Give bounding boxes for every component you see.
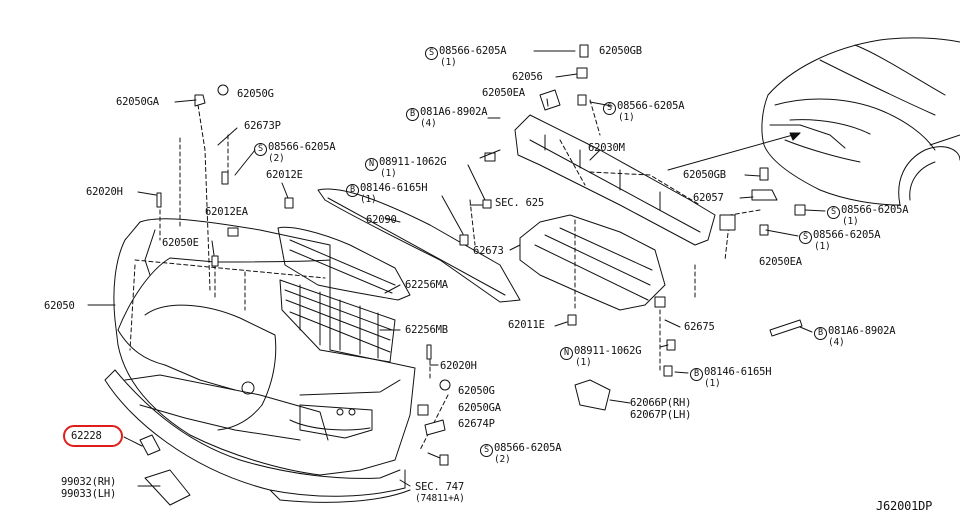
lower-grille-mesh (279, 279, 396, 363)
part-number: 081A6-8902A (420, 106, 488, 118)
part-label-sec-625: SEC. 625 (495, 197, 544, 209)
part-label-62050G-bottom: 62050G (458, 385, 495, 397)
s-symbol-icon: S (603, 102, 616, 115)
part-label-62050GA-bottom: 62050GA (458, 402, 501, 414)
quantity-label: (1) (704, 378, 721, 389)
part-label-62011E: 62011E (508, 319, 545, 331)
part-number: 08911-1062G (574, 345, 642, 357)
part-number: 08911-1062G (379, 156, 447, 168)
part-label-sec-747-ref: (74811+A) (415, 493, 465, 504)
part-number: 081A6-8902A (828, 325, 896, 337)
quantity-label: (4) (420, 118, 437, 129)
part-label-62067P: 62067P(LH) (630, 409, 692, 421)
quantity-label: (1) (842, 216, 859, 227)
n-symbol-icon: N (560, 347, 573, 360)
part-label-62050GB-right: 62050GB (683, 169, 726, 181)
part-label-62050EA-top: 62050EA (482, 87, 525, 99)
part-label-62256MB: 62256MB (405, 324, 448, 336)
quantity-label: (1) (618, 112, 635, 123)
part-label-62674P: 62674P (458, 418, 495, 430)
b-symbol-icon: B (690, 368, 703, 381)
part-label-sec-747: SEC. 747 (415, 481, 464, 493)
part-number: 08566-6205A (841, 204, 909, 216)
part-label-62673P: 62673P (244, 120, 281, 132)
s-symbol-icon: S (480, 444, 493, 457)
b-symbol-icon: B (406, 108, 419, 121)
upper-grille (277, 226, 411, 301)
part-label-62050G: 62050G (237, 88, 274, 100)
part-number: 08566-6205A (494, 442, 562, 454)
quantity-label: (1) (814, 241, 831, 252)
part-label-62050GB-top: 62050GB (599, 45, 642, 57)
part-label-62012E: 62012E (266, 169, 303, 181)
part-label-99033: 99033(LH) (61, 488, 117, 500)
part-label-62066P: 62066P(RH) (630, 397, 692, 409)
part-number: 08566-6205A (813, 229, 881, 241)
part-label-62056: 62056 (512, 71, 543, 83)
quantity-label: (2) (494, 454, 511, 465)
part-label-62020H: 62020H (86, 186, 123, 198)
b-symbol-icon: B (814, 327, 827, 340)
part-label-62030M: 62030M (588, 142, 625, 154)
lower-lip-spoiler (104, 369, 411, 503)
part-label-62050GA: 62050GA (116, 96, 159, 108)
part-number: 08566-6205A (439, 45, 507, 57)
s-symbol-icon: S (254, 143, 267, 156)
n-symbol-icon: N (365, 158, 378, 171)
part-label-62675: 62675 (684, 321, 715, 333)
part-label-62050: 62050 (44, 300, 75, 312)
part-label-62673: 62673 (473, 245, 504, 257)
part-label-62256MA: 62256MA (405, 279, 448, 291)
diagram-reference-code: J62001DP (876, 499, 933, 513)
leader-lines (129, 99, 761, 451)
part-label-62020H-bottom: 62020H (440, 360, 477, 372)
bumper-fascia (113, 218, 416, 476)
quantity-label: (1) (440, 57, 457, 68)
lower-absorber (519, 214, 666, 311)
vehicle-outline (761, 37, 960, 206)
part-number: 08146-6165H (360, 182, 428, 194)
quantity-label: (1) (380, 168, 397, 179)
reinforcement-beam (514, 114, 716, 246)
quantity-label: (2) (268, 153, 285, 164)
s-symbol-icon: S (827, 206, 840, 219)
undertray (124, 374, 329, 506)
quantity-label: (1) (360, 194, 377, 205)
part-number: 08146-6165H (704, 366, 772, 378)
quantity-label: (1) (575, 357, 592, 368)
part-label-99032: 99032(RH) (61, 476, 117, 488)
part-label-62050E: 62050E (162, 237, 199, 249)
part-label-62228: 62228 (71, 430, 102, 442)
callout-lines (87, 50, 826, 487)
b-symbol-icon: B (346, 184, 359, 197)
part-number: 08566-6205A (268, 141, 336, 153)
fasteners (156, 44, 806, 466)
part-number: 08566-6205A (617, 100, 685, 112)
s-symbol-icon: S (799, 231, 812, 244)
part-label-62057: 62057 (693, 192, 724, 204)
part-label-62012EA: 62012EA (205, 206, 248, 218)
highlight-ring-62228 (63, 425, 123, 447)
quantity-label: (4) (828, 337, 845, 348)
part-label-62090: 62090 (366, 214, 397, 226)
part-label-62050EA-right: 62050EA (759, 256, 802, 268)
s-symbol-icon: S (425, 47, 438, 60)
